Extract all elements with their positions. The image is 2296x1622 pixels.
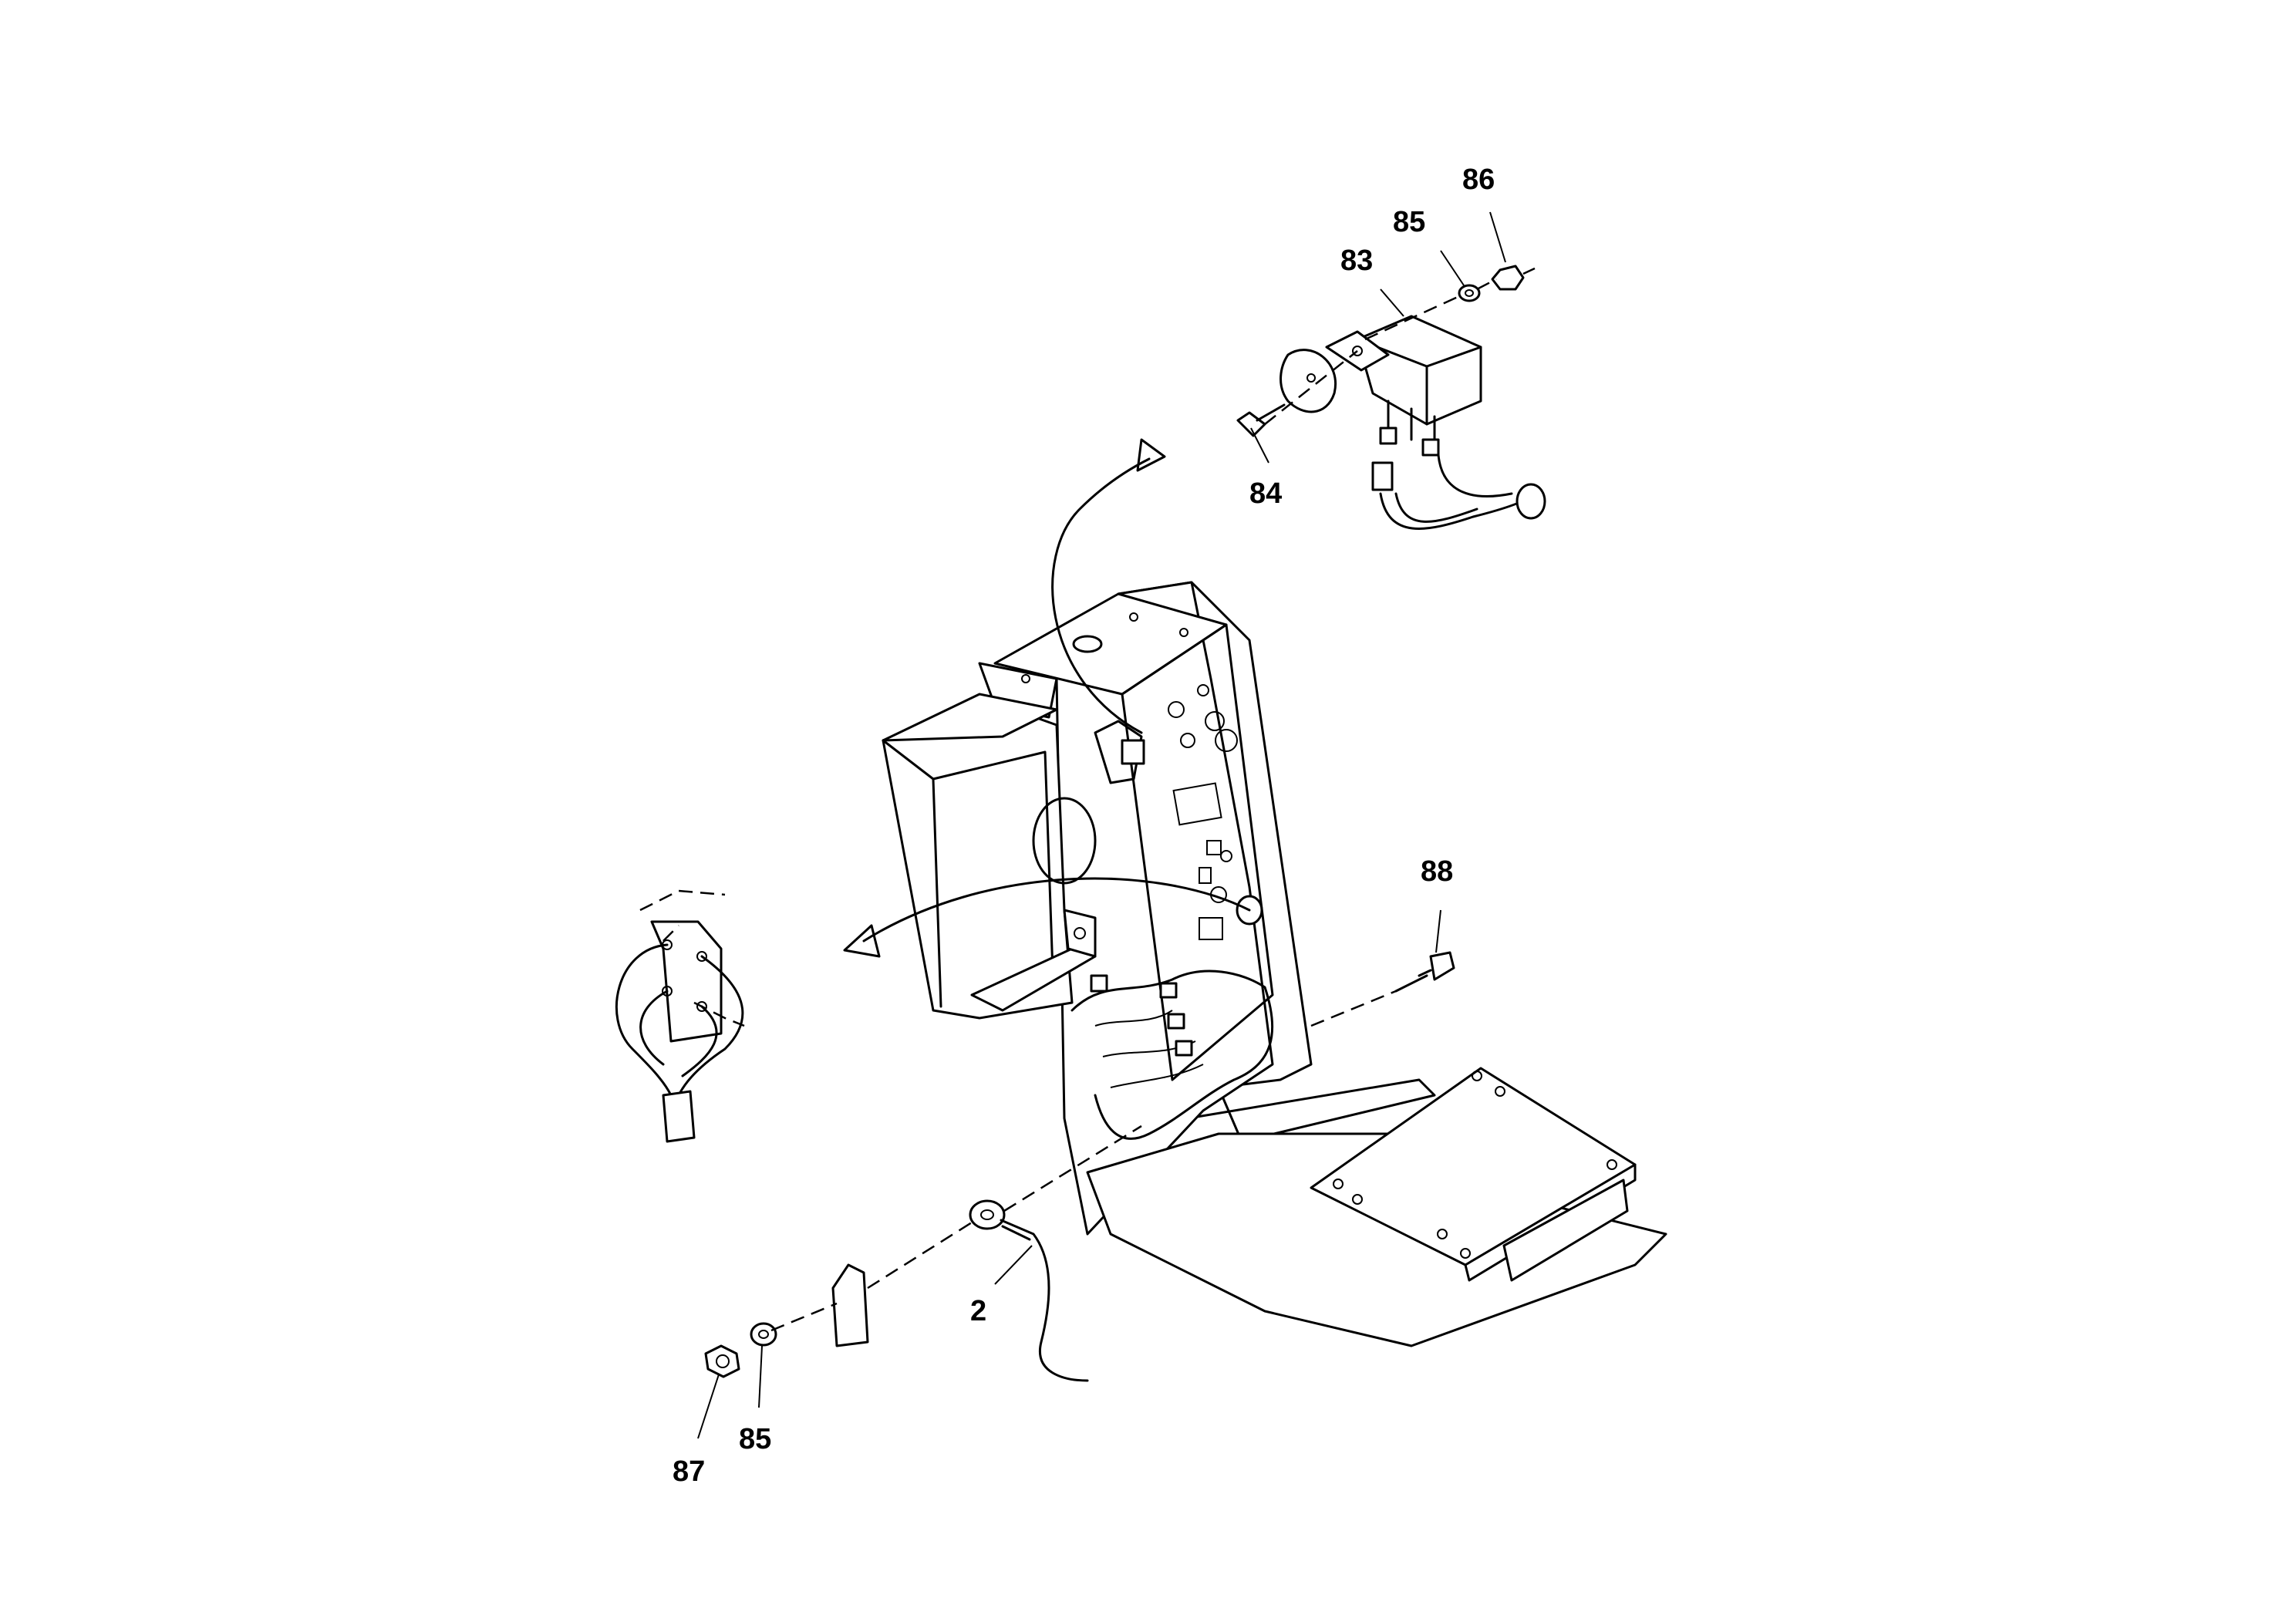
harness-detail: [615, 889, 745, 1143]
detail-arrows: [843, 438, 1251, 958]
callout-labels: 83 84 85 86 88 2 85 87: [673, 164, 1495, 1488]
leader-lines: [697, 211, 1506, 1439]
callout-86: 86: [1462, 164, 1495, 196]
callout-85-top: 85: [1393, 206, 1425, 238]
callout-2: 2: [970, 1295, 986, 1327]
callout-88: 88: [1421, 855, 1453, 888]
lower-hardware: [704, 951, 1455, 1382]
console-bracket: [882, 581, 1667, 1347]
callout-83: 83: [1340, 244, 1373, 277]
callout-85-bottom: 85: [739, 1423, 771, 1455]
relay-detail: [1236, 265, 1546, 530]
callout-87: 87: [673, 1455, 705, 1488]
callout-84: 84: [1249, 477, 1282, 510]
